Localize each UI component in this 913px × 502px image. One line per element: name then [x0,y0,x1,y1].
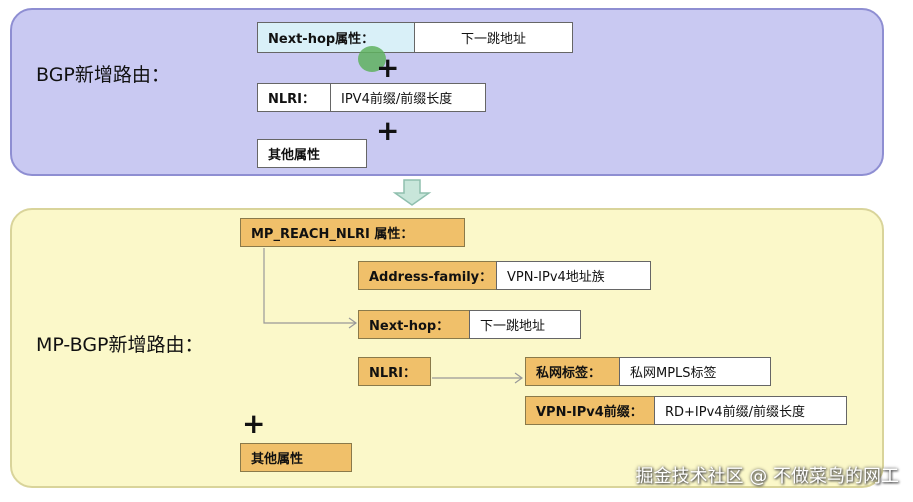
bgp-nlri-value: IPV4前缀/前缀长度 [330,83,486,112]
down-arrow-icon [392,179,432,206]
vpn-ipv4-prefix-value: RD+IPv4前缀/前缀长度 [654,396,847,425]
bgp-next-hop-label: Next-hop属性： [257,22,415,53]
mpbgp-panel [10,208,884,488]
plus-icon: + [376,51,400,84]
address-family-label: Address-family： [358,261,497,290]
cursor-highlight [358,46,386,72]
vpn-ipv4-prefix-label: VPN-IPv4前缀： [525,396,655,425]
private-label-value: 私网MPLS标签 [619,357,771,386]
watermark: 掘金技术社区 @ 不做菜鸟的网工 [635,466,899,487]
plus-icon: + [242,407,266,440]
mpbgp-next-hop-label: Next-hop： [358,310,470,339]
mpbgp-nlri-label: NLRI： [358,357,431,386]
address-family-value: VPN-IPv4地址族 [496,261,651,290]
mpbgp-title: MP-BGP新增路由： [36,334,204,356]
bgp-title: BGP新增路由： [36,64,170,86]
mp-reach-to-next-hop-connector [263,248,356,324]
mp-reach-arrowhead-icon [348,317,358,329]
mpbgp-other-attrs: 其他属性 [240,443,352,472]
mp-reach-nlri-attr: MP_REACH_NLRI 属性： [240,218,465,247]
mpbgp-next-hop-value: 下一跳地址 [469,310,581,339]
bgp-other-attrs: 其他属性 [257,139,367,168]
plus-icon: + [376,114,400,147]
bgp-next-hop-value: 下一跳地址 [414,22,573,53]
nlri-arrowhead-icon [514,372,524,384]
private-label-label: 私网标签： [525,357,620,386]
